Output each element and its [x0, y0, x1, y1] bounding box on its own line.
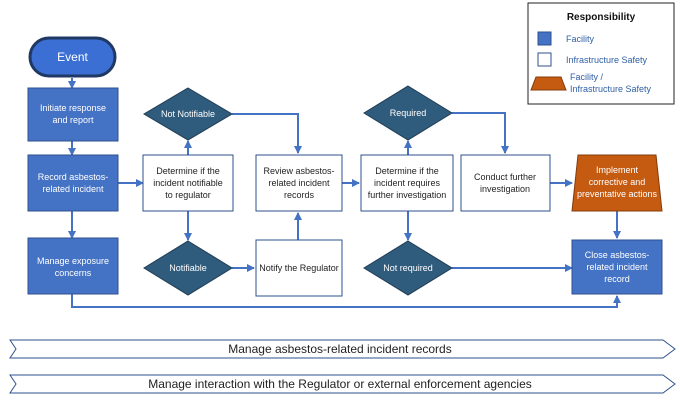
legend-both-label-1: Facility / [570, 72, 604, 82]
determine-notifiable-label-2: incident notifiable [153, 178, 223, 188]
record-label-1: Record asbestos- [38, 172, 109, 182]
record-label-2: related incident [42, 184, 104, 194]
required-decision: Required [363, 85, 453, 141]
initiate-label-1: Initiate response [40, 103, 106, 113]
initiate-label-2: and report [52, 115, 94, 125]
arrow-notnotifiable-to-review [232, 113, 302, 154]
legend-facility-swatch [537, 31, 552, 46]
review-node: Review asbestos- related incident record… [255, 154, 343, 212]
close-label-1: Close asbestos- [585, 250, 650, 260]
connectors [68, 78, 621, 308]
manage-exposure-node: Manage exposure concerns [27, 237, 119, 295]
not-notifiable-label: Not Notifiable [161, 109, 215, 119]
manage-exposure-label-1: Manage exposure [37, 256, 109, 266]
implement-label-3: preventative actions [577, 189, 658, 199]
close-label-3: record [604, 274, 630, 284]
notifiable-label: Notifiable [169, 263, 207, 273]
implement-label-1: Implement [596, 165, 639, 175]
initiate-node: Initiate response and report [27, 87, 119, 142]
conduct-node: Conduct further investigation [460, 154, 551, 212]
determine-investigation-label-3: further investigation [368, 190, 447, 200]
determine-notifiable-label-1: Determine if the [156, 166, 220, 176]
legend-both-label-2: Infrastructure Safety [570, 84, 652, 94]
review-label-2: related incident [268, 178, 330, 188]
legend-infra-label: Infrastructure Safety [566, 55, 648, 65]
not-required-decision: Not required [363, 240, 453, 296]
close-node: Close asbestos- related incident record [571, 239, 663, 295]
conduct-label-1: Conduct further [474, 172, 536, 182]
determine-notifiable-label-3: to regulator [165, 190, 211, 200]
close-label-2: related incident [586, 262, 648, 272]
review-label-3: records [284, 190, 315, 200]
legend-title: Responsibility [567, 12, 636, 23]
notifiable-decision: Notifiable [143, 240, 233, 296]
arrow-required-to-conduct [452, 112, 509, 154]
legend-facility-label: Facility [566, 34, 595, 44]
event-label: Event [57, 50, 88, 64]
not-required-label: Not required [383, 263, 433, 273]
notify-regulator-node: Notify the Regulator [255, 239, 343, 297]
manage-exposure-label-2: concerns [55, 268, 92, 278]
record-node: Record asbestos- related incident [27, 154, 119, 212]
event-node: Event [28, 36, 117, 78]
determine-notifiable-node: Determine if the incident notifiable to … [142, 154, 234, 212]
implement-label-2: corrective and [589, 177, 646, 187]
band-records: Manage asbestos-related incident records [9, 339, 676, 359]
arrow-manage-to-close [71, 294, 621, 308]
determine-investigation-label-2: incident requires [374, 178, 441, 188]
legend-infra-swatch [537, 52, 552, 67]
band-regulator-label: Manage interaction with the Regulator or… [148, 377, 532, 391]
implement-node: Implement corrective and preventative ac… [571, 154, 663, 212]
band-records-label: Manage asbestos-related incident records [228, 342, 451, 356]
legend-both-swatch [530, 76, 567, 91]
band-regulator: Manage interaction with the Regulator or… [9, 374, 676, 394]
determine-investigation-label-1: Determine if the [375, 166, 439, 176]
conduct-label-2: investigation [480, 184, 530, 194]
determine-investigation-node: Determine if the incident requires furth… [360, 154, 454, 212]
legend: Responsibility Facility Infrastructure S… [527, 2, 675, 105]
review-label-1: Review asbestos- [263, 166, 334, 176]
required-label: Required [390, 108, 427, 118]
notify-regulator-label: Notify the Regulator [259, 263, 339, 273]
not-notifiable-decision: Not Notifiable [143, 87, 233, 141]
